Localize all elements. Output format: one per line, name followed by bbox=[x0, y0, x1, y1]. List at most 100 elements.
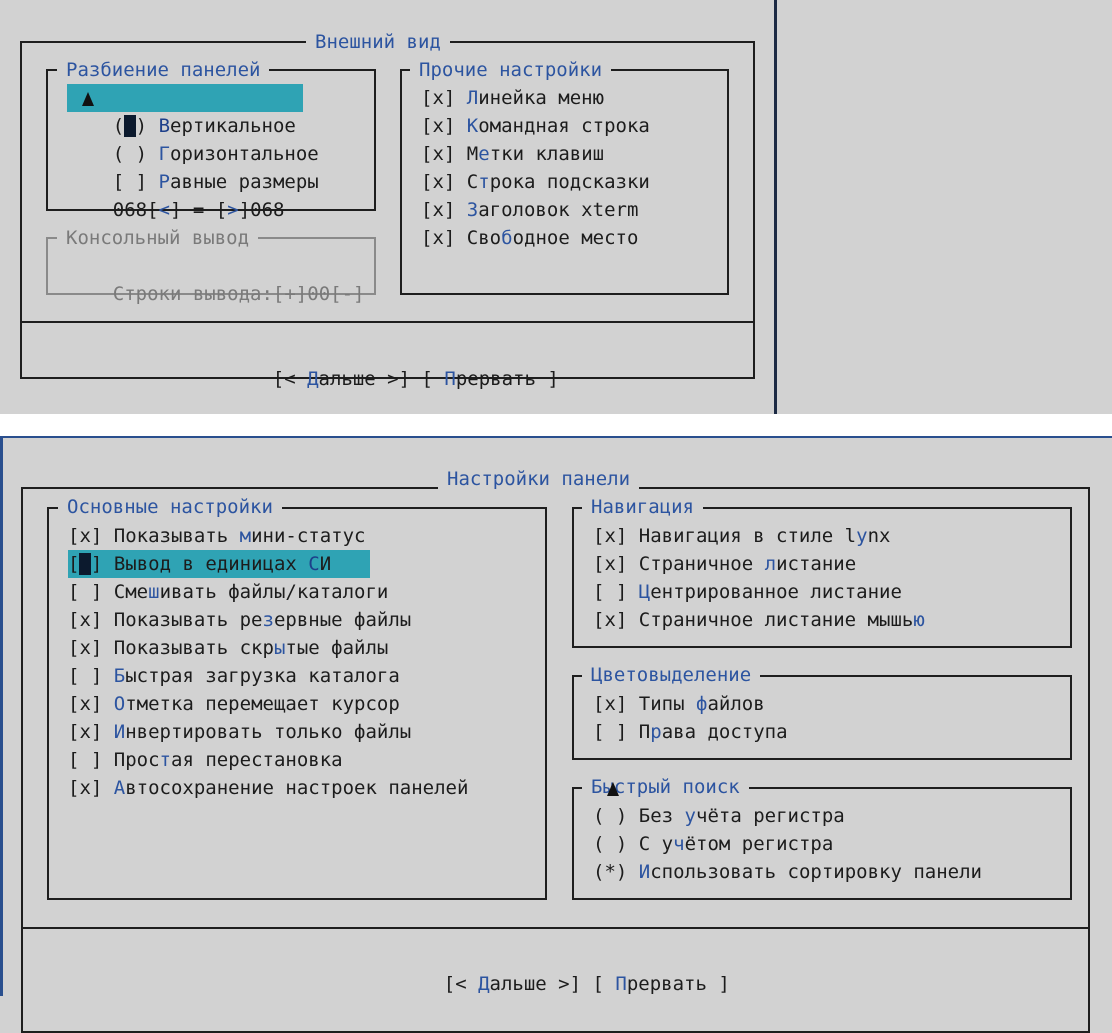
split-group-title: Разбиение панелей bbox=[57, 58, 270, 82]
basic-setting-option[interactable]: [ ] Быстрая загрузка каталога bbox=[68, 665, 400, 687]
basic-setting-checkbox-mark: [x] bbox=[68, 721, 103, 743]
basic-setting-option[interactable]: [x] Отметка перемещает курсор bbox=[68, 693, 400, 715]
split-right-size: 068 bbox=[250, 199, 285, 221]
hotkey-letter: з bbox=[262, 609, 274, 631]
basic-setting-option[interactable]: [ ] Смешивать файлы/каталоги bbox=[68, 581, 389, 603]
basic-settings-group bbox=[47, 507, 547, 900]
window-left-border bbox=[0, 438, 3, 996]
other-setting-option[interactable]: [x] Заголовок xterm bbox=[421, 199, 639, 221]
basic-setting-option[interactable]: [x] Показывать скрытые файлы bbox=[68, 637, 389, 659]
quick-search-setting-checkbox-mark: ( ) bbox=[593, 805, 628, 827]
other-setting-checkbox-mark: [x] bbox=[421, 171, 456, 193]
basic-setting-option[interactable]: [x] Показывать резервные файлы bbox=[68, 609, 412, 631]
basic-setting-checkbox-mark: [x] bbox=[68, 637, 103, 659]
appearance-button-bar: [< Дальше >] [ Прервать ] bbox=[227, 337, 559, 390]
other-setting-option[interactable]: [x] Линейка меню bbox=[421, 87, 605, 109]
hotkey-letter: м bbox=[239, 525, 252, 547]
hotkey-letter: И bbox=[638, 861, 651, 883]
mouse-pointer-icon bbox=[82, 92, 94, 106]
other-setting-option[interactable]: [x] Метки клавиш bbox=[421, 143, 605, 165]
hotkey-letter: y bbox=[856, 525, 868, 547]
basic-setting-option[interactable]: [x] Показывать мини-статус bbox=[68, 525, 366, 547]
basic-setting-checkbox-mark: [ ] bbox=[68, 665, 103, 687]
mouse-pointer-icon bbox=[607, 782, 619, 796]
quick-search-setting-option[interactable]: ( ) Без учёта регистра bbox=[593, 805, 845, 827]
panel-settings-screen: Настройки панели Основные настройки [x] … bbox=[0, 438, 1112, 1033]
panel-settings-dialog-title: Настройки панели bbox=[438, 467, 640, 491]
focus-cursor bbox=[79, 553, 91, 575]
basic-setting-checkbox-mark: [ ] bbox=[68, 553, 103, 575]
hotkey-letter: т bbox=[478, 171, 490, 193]
hotkey-letter: А bbox=[113, 777, 126, 799]
hotkey-letter: ч bbox=[673, 833, 685, 855]
hotkey-letter: Л bbox=[466, 87, 479, 109]
window-edge bbox=[774, 0, 777, 414]
navigation-setting-checkbox-mark: [x] bbox=[593, 553, 628, 575]
navigation-setting-checkbox-mark: [x] bbox=[593, 525, 628, 547]
other-setting-checkbox-mark: [x] bbox=[421, 87, 456, 109]
basic-setting-checkbox-mark: [x] bbox=[68, 693, 103, 715]
other-setting-checkbox-mark: [x] bbox=[421, 227, 456, 249]
split-equal-size-checkbox[interactable]: [ ] Равные размеры bbox=[112, 171, 319, 193]
navigation-setting-option[interactable]: [x] Страничное листание мышью bbox=[593, 609, 925, 631]
other-setting-option[interactable]: [x] Командная строка bbox=[421, 115, 650, 137]
hotkey-letter: л bbox=[764, 553, 777, 575]
other-settings-group-title: Прочие настройки bbox=[410, 58, 612, 82]
appearance-button-separator bbox=[20, 321, 755, 323]
hotkey-letter: р bbox=[650, 721, 662, 743]
basic-setting-checkbox-mark: [x] bbox=[68, 777, 103, 799]
panel-next-button[interactable]: [< Дальше >] bbox=[443, 973, 582, 995]
window-top-border bbox=[0, 436, 1112, 438]
hotkey-letter: ф bbox=[695, 693, 708, 715]
hotkey-letter: Б bbox=[113, 665, 126, 687]
other-setting-option[interactable]: [x] Строка подсказки bbox=[421, 171, 650, 193]
basic-setting-option[interactable]: [ ] Простая перестановка bbox=[68, 749, 343, 771]
quick-search-setting-checkbox-mark: (*) bbox=[593, 861, 628, 883]
hotkey-letter: е bbox=[478, 143, 490, 165]
other-setting-checkbox-mark: [x] bbox=[421, 199, 456, 221]
panel-abort-button[interactable]: [ Прервать ] bbox=[592, 973, 730, 995]
highlight-setting-checkbox-mark: [ ] bbox=[593, 721, 628, 743]
split-decrease-button[interactable]: [<] bbox=[147, 199, 182, 221]
hotkey-letter: у bbox=[684, 805, 696, 827]
basic-setting-option[interactable]: [x] Автосохранение настроек панелей bbox=[68, 777, 469, 799]
navigation-setting-option[interactable]: [x] Страничное листание bbox=[593, 553, 857, 575]
navigation-setting-option[interactable]: [ ] Центрированное листание bbox=[593, 581, 902, 603]
appearance-next-button[interactable]: [< Дальше >] bbox=[272, 368, 411, 390]
hotkey-letter: Ц bbox=[638, 581, 651, 603]
highlight-setting-option[interactable]: [x] Типы файлов bbox=[593, 693, 765, 715]
split-vertical-radio[interactable]: ( ) Вертикальное bbox=[67, 84, 303, 137]
quick-search-group bbox=[572, 787, 1072, 900]
console-rows-row: Строки вывода:[+]00[-] bbox=[67, 252, 365, 305]
console-group-title: Консольный вывод bbox=[57, 226, 259, 250]
split-size-row: 068[<] = [>]068 bbox=[112, 199, 285, 221]
highlight-setting-checkbox-mark: [x] bbox=[593, 693, 628, 715]
navigation-setting-checkbox-mark: [x] bbox=[593, 609, 628, 631]
navigation-group bbox=[572, 507, 1072, 648]
basic-setting-option[interactable]: [x] Инвертировать только файлы bbox=[68, 721, 412, 743]
hotkey-letter: З bbox=[466, 199, 479, 221]
console-rows-decrease-button[interactable]: [-] bbox=[330, 283, 365, 305]
quick-search-setting-option[interactable]: (*) Использовать сортировку панели bbox=[593, 861, 982, 883]
console-rows-increase-button[interactable]: [+] bbox=[272, 283, 308, 305]
hotkey-letter: К bbox=[466, 115, 479, 137]
hotkey-letter: О bbox=[113, 693, 126, 715]
other-setting-option[interactable]: [x] Свободное место bbox=[421, 227, 639, 249]
highlight-setting-option[interactable]: [ ] Права доступа bbox=[593, 721, 788, 743]
basic-setting-checkbox-mark: [x] bbox=[68, 525, 103, 547]
hotkey-letter: т bbox=[159, 749, 171, 771]
panel-button-bar: [< Дальше >] [ Прервать ] bbox=[398, 942, 730, 995]
quick-search-setting-option[interactable]: ( ) С учётом регистра bbox=[593, 833, 834, 855]
navigation-group-title: Навигация bbox=[582, 495, 703, 519]
other-setting-checkbox-mark: [x] bbox=[421, 115, 456, 137]
quick-search-setting-checkbox-mark: ( ) bbox=[593, 833, 628, 855]
focus-cursor bbox=[124, 115, 136, 137]
hotkey-letter: ы bbox=[273, 637, 286, 659]
basic-setting-option[interactable]: [ ] Вывод в единицах СИ bbox=[68, 550, 370, 578]
console-rows-value: 00 bbox=[307, 283, 331, 305]
split-left-size: 068 bbox=[112, 199, 148, 221]
appearance-abort-button[interactable]: [ Прервать ] bbox=[421, 368, 559, 390]
split-increase-button[interactable]: [>] bbox=[215, 199, 251, 221]
navigation-setting-option[interactable]: [x] Навигация в стиле lynx bbox=[593, 525, 891, 547]
split-horizontal-radio[interactable]: ( ) Горизонтальное bbox=[112, 143, 319, 165]
